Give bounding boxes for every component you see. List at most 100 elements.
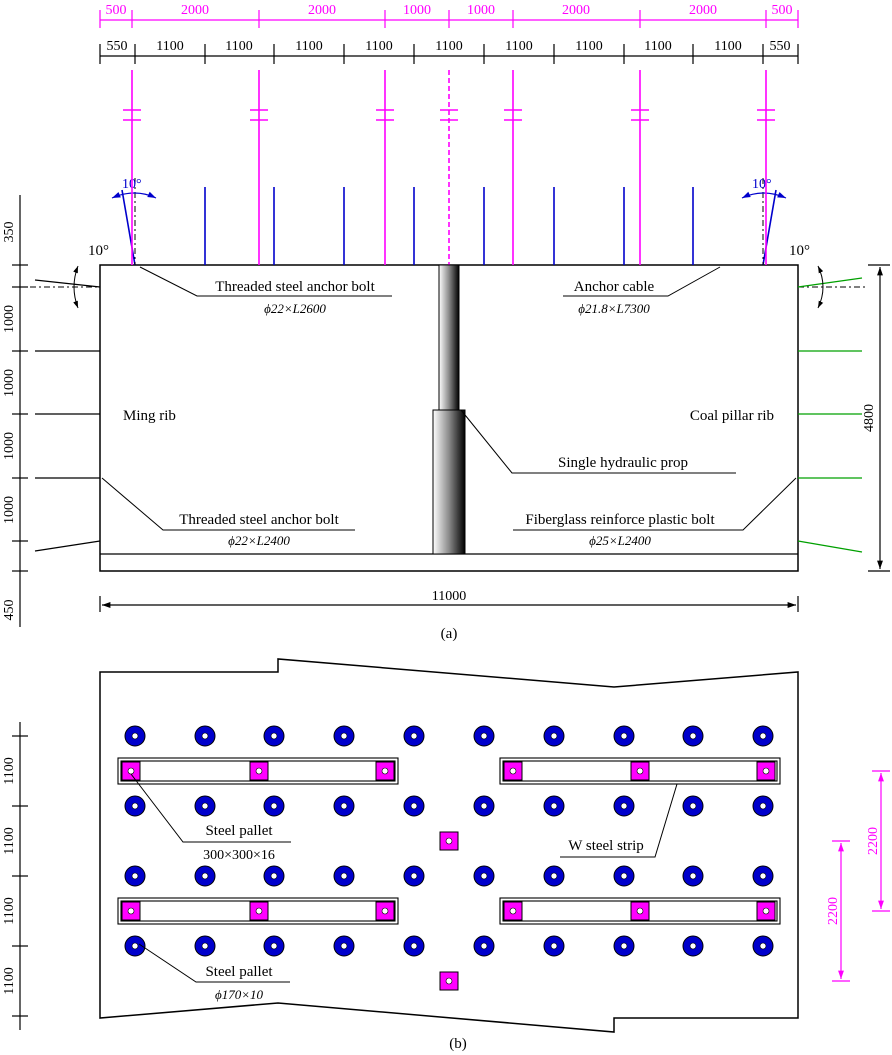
round-steel-pallet [124, 935, 146, 957]
pink-dim-7: 2000 [689, 3, 717, 18]
right-dimension-lower [832, 840, 850, 982]
round-steel-pallet [333, 935, 355, 957]
pink-dim-1: 500 [106, 3, 127, 18]
round-steel-pallet [682, 795, 704, 817]
top-black-dimension-chain [99, 44, 799, 64]
single-hydraulic-prop [432, 264, 466, 555]
round-steel-pallet [403, 865, 425, 887]
round-steel-pallet [263, 865, 285, 887]
round-steel-pallets [124, 725, 774, 957]
round-steel-pallet [263, 725, 285, 747]
panel-b: Steel pallet 300×300×16 W steel strip St… [2, 658, 890, 1052]
right-dim-lower-label: 2200 [826, 897, 841, 925]
roof-bolts [121, 187, 777, 266]
roof-angle-arcs [111, 191, 787, 199]
pink-dim-8: 500 [772, 3, 793, 18]
label-bottom-left-spec: ϕ22×L2400 [228, 533, 290, 548]
ming-rib-bolts [34, 279, 101, 552]
black-dim-2: 1100 [156, 39, 183, 54]
square-steel-pallet [121, 901, 141, 921]
left-dimension-chain-b [12, 722, 28, 1030]
left-dimension-chain-a [12, 195, 28, 627]
black-dim-6: 1100 [435, 39, 462, 54]
black-dim-7: 1100 [505, 39, 532, 54]
label-pallet-square-title: Steel pallet [205, 823, 273, 839]
round-steel-pallet [752, 795, 774, 817]
label-top-right-title: Anchor cable [574, 279, 655, 295]
black-dim-11: 550 [770, 39, 791, 54]
left-dim-1000-d: 1000 [2, 496, 17, 524]
label-pallet-round-title: Steel pallet [205, 964, 273, 980]
round-steel-pallet [613, 935, 635, 957]
label-bottom-right-spec: ϕ25×L2400 [589, 533, 651, 548]
round-steel-pallet [543, 795, 565, 817]
black-dim-3: 1100 [225, 39, 252, 54]
round-steel-pallet [333, 865, 355, 887]
black-dim-10: 1100 [714, 39, 741, 54]
round-steel-pallet [194, 935, 216, 957]
label-coal-pillar-rib: Coal pillar rib [690, 408, 774, 424]
round-steel-pallet [473, 795, 495, 817]
label-top-left-spec: ϕ22×L2600 [264, 301, 326, 316]
square-steel-pallet [756, 761, 776, 781]
square-steel-pallet [439, 971, 459, 991]
black-dim-5: 1100 [365, 39, 392, 54]
label-hydraulic-prop: Single hydraulic prop [558, 455, 688, 471]
label-top-left-title: Threaded steel anchor bolt [215, 279, 375, 295]
leader-lines-b [130, 773, 678, 983]
round-steel-pallet [543, 725, 565, 747]
left-dim-1000-a: 1000 [2, 305, 17, 333]
round-steel-pallet [613, 725, 635, 747]
pink-dim-3: 2000 [308, 3, 336, 18]
square-steel-pallet [630, 901, 650, 921]
round-steel-pallet [613, 795, 635, 817]
left-dim-b-3: 1100 [2, 897, 17, 924]
round-steel-pallet [473, 865, 495, 887]
pink-dim-2: 2000 [181, 3, 209, 18]
pink-dim-5: 1000 [467, 3, 495, 18]
square-steel-pallet [503, 761, 523, 781]
round-steel-pallet [752, 725, 774, 747]
square-steel-pallets [121, 761, 776, 991]
roof-plan-outline [99, 658, 799, 1033]
square-steel-pallet [503, 901, 523, 921]
left-dim-350: 350 [2, 222, 17, 243]
round-steel-pallet [682, 865, 704, 887]
left-dim-b-1: 1100 [2, 757, 17, 784]
square-steel-pallet [630, 761, 650, 781]
caption-a: (a) [441, 626, 458, 642]
angle-label-rib-right: 10° [789, 243, 810, 259]
label-ming-rib: Ming rib [123, 408, 176, 424]
label-w-steel-strip: W steel strip [568, 838, 644, 854]
round-steel-pallet [403, 795, 425, 817]
rib-angle-arcs [73, 265, 824, 309]
round-steel-pallet [333, 725, 355, 747]
width-dimension [99, 596, 799, 612]
caption-b: (b) [449, 1036, 467, 1052]
round-steel-pallet [613, 865, 635, 887]
square-steel-pallet [249, 901, 269, 921]
panel-a: 500 2000 2000 1000 1000 2000 2000 500 [2, 3, 890, 642]
round-steel-pallet [333, 795, 355, 817]
coal-pillar-rib-bolts [797, 277, 863, 553]
w-steel-strips [117, 757, 781, 925]
label-bottom-left-title: Threaded steel anchor bolt [179, 512, 339, 528]
height-dimension [868, 264, 890, 572]
round-steel-pallet [194, 725, 216, 747]
round-steel-pallet [124, 795, 146, 817]
label-top-right-spec: ϕ21.8×L7300 [578, 301, 650, 316]
square-steel-pallet [439, 831, 459, 851]
round-steel-pallet [124, 725, 146, 747]
black-dim-4: 1100 [295, 39, 322, 54]
square-steel-pallet [121, 761, 141, 781]
round-steel-pallet [194, 865, 216, 887]
angle-label-rib-left: 10° [88, 243, 109, 259]
round-steel-pallet [682, 725, 704, 747]
height-dim-label: 4800 [862, 404, 877, 432]
label-pallet-square-spec: 300×300×16 [203, 848, 275, 863]
label-bottom-right-title: Fiberglass reinforce plastic bolt [525, 512, 715, 528]
left-dim-1000-b: 1000 [2, 369, 17, 397]
round-steel-pallet [682, 935, 704, 957]
round-steel-pallet [543, 935, 565, 957]
round-steel-pallet [263, 935, 285, 957]
